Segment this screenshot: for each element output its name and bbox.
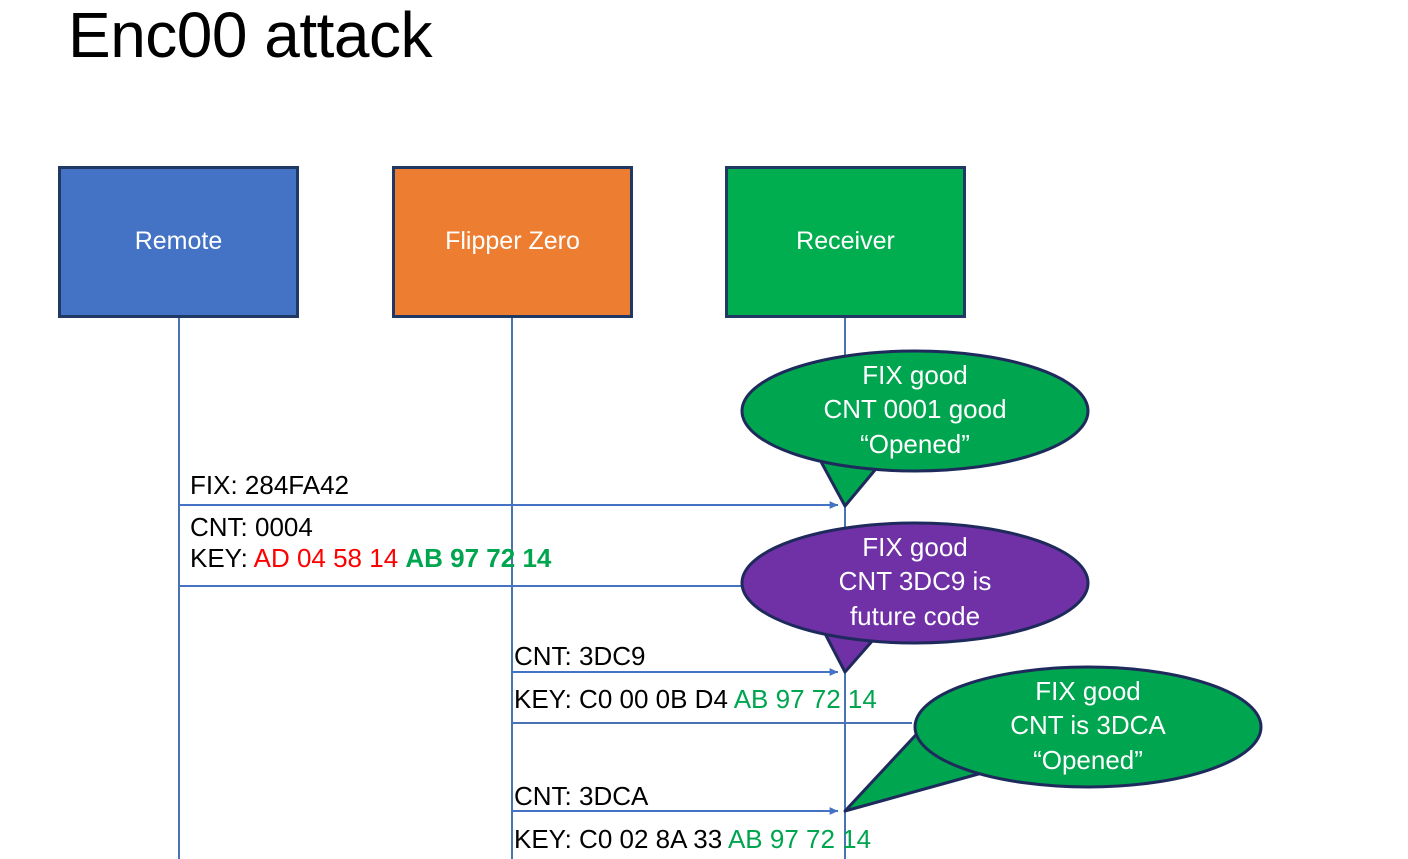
callout-2-line-1: FIX good (862, 532, 968, 562)
message-flipper1-key-green: AB 97 72 14 (733, 683, 877, 714)
message-flipper2-key-line: KEY: C0 02 8A 33 AB 97 72 14 (514, 824, 871, 855)
callout-1-line-3: “Opened” (860, 428, 970, 459)
actor-label-remote: Remote (134, 227, 223, 256)
actor-box-flipper[interactable]: Flipper Zero (392, 166, 633, 318)
callout-3-text: FIX good CNT is 3DCA “Opened” (915, 674, 1261, 777)
message-label-fix: FIX: 284FA42 (190, 470, 349, 501)
callout-3-line-3: “Opened” (1033, 744, 1143, 775)
message-remote-key-prefix: KEY: (190, 542, 254, 573)
actor-label-receiver: Receiver (796, 227, 895, 256)
message-label-flipper-2: CNT: 3DCA KEY: C0 02 8A 33 AB 97 72 14 (514, 781, 871, 854)
callout-3-shape (843, 665, 1263, 813)
message-flipper1-cnt-line: CNT: 3DC9 (514, 641, 877, 672)
message-flipper1-cnt-text: CNT: 3DC9 (514, 641, 646, 671)
message-flipper2-key-prefix: KEY: C0 02 8A 33 (514, 823, 728, 854)
callout-1-line-2: CNT 0001 good (823, 394, 1007, 425)
message-flipper1-key-prefix: KEY: C0 00 0B D4 (514, 683, 734, 714)
message-fix-text: FIX: 284FA42 (190, 470, 349, 500)
callout-3-line-1: FIX good (1035, 676, 1141, 706)
callout-2-text: FIX good CNT 3DC9 is future code (742, 530, 1088, 633)
message-remote-key-red: AD 04 58 14 (253, 542, 406, 573)
callout-2-line-2: CNT 3DC9 is (838, 566, 992, 597)
message-remote-cnt-line: CNT: 0004 (190, 512, 551, 543)
message-label-flipper-1: CNT: 3DC9 KEY: C0 00 0B D4 AB 97 72 14 (514, 641, 877, 714)
actor-label-flipper: Flipper Zero (445, 227, 580, 256)
message-remote-key-line: KEY: AD 04 58 14 AB 97 72 14 (190, 543, 551, 574)
page-title: Enc00 attack (68, 0, 433, 71)
actor-box-remote[interactable]: Remote (58, 166, 299, 318)
callout-3-line-2: CNT is 3DCA (1010, 710, 1166, 741)
callout-1-text: FIX good CNT 0001 good “Opened” (742, 358, 1088, 461)
message-flipper2-cnt-line: CNT: 3DCA (514, 781, 871, 812)
callout-1-shape (740, 349, 1090, 508)
message-label-remote-cnt-key: CNT: 0004 KEY: AD 04 58 14 AB 97 72 14 (190, 512, 551, 573)
actor-box-receiver[interactable]: Receiver (725, 166, 966, 318)
callout-2-shape (740, 521, 1090, 674)
message-flipper1-key-line: KEY: C0 00 0B D4 AB 97 72 14 (514, 684, 877, 715)
message-flipper2-key-green: AB 97 72 14 (727, 823, 872, 854)
message-remote-key-green: AB 97 72 14 (405, 542, 552, 573)
callout-1-line-1: FIX good (862, 360, 968, 390)
message-remote-cnt-text: CNT: 0004 (190, 512, 313, 542)
callout-2-line-3: future code (849, 600, 981, 631)
message-flipper2-cnt-text: CNT: 3DCA (514, 781, 649, 811)
